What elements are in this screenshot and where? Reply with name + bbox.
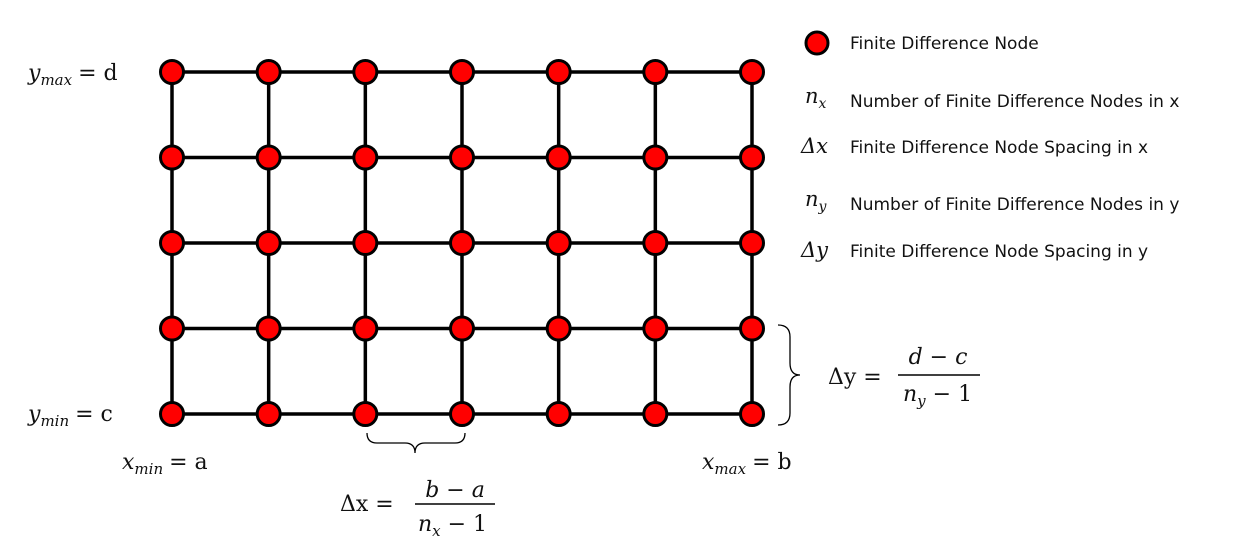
dx-formula-lhs: Δx = <box>340 492 394 517</box>
grid-nodes <box>159 59 765 427</box>
finite-difference-node <box>739 230 765 256</box>
finite-difference-node <box>449 144 475 171</box>
finite-difference-node <box>255 144 282 171</box>
finite-difference-node <box>159 315 185 342</box>
dx-brace <box>366 432 466 454</box>
finite-difference-node <box>449 401 475 427</box>
xmin-label: xmin= a <box>122 450 208 478</box>
dy-brace <box>777 324 801 426</box>
finite-difference-node <box>739 144 765 171</box>
dy-formula-lhs: Δy = <box>828 365 882 390</box>
finite-difference-node <box>352 230 379 256</box>
finite-difference-node <box>545 401 572 427</box>
legend-dy-symbol: Δy <box>800 238 829 262</box>
legend-dx-symbol: Δx <box>800 134 828 158</box>
finite-difference-node <box>545 59 572 85</box>
finite-difference-node <box>545 230 572 256</box>
legend-node-label: Finite Difference Node <box>850 34 1039 54</box>
finite-difference-node <box>255 59 282 85</box>
finite-difference-node <box>159 144 185 171</box>
finite-difference-node <box>352 144 379 171</box>
dx-formula-numerator: b − a <box>425 478 485 503</box>
legend: Finite Difference Node nx Number of Fini… <box>800 30 1179 262</box>
legend-node-marker <box>804 30 830 56</box>
finite-difference-node <box>545 315 572 342</box>
legend-dx-label: Finite Difference Node Spacing in x <box>850 138 1148 158</box>
finite-difference-node <box>739 315 765 342</box>
finite-difference-node <box>255 230 282 256</box>
finite-difference-node <box>642 144 669 171</box>
finite-difference-node <box>352 59 379 85</box>
finite-difference-node <box>352 401 379 427</box>
finite-difference-node <box>642 315 669 342</box>
finite-difference-node <box>739 59 765 85</box>
ymax-label: ymax= d <box>27 61 118 89</box>
finite-difference-node <box>545 144 572 171</box>
finite-difference-node <box>159 401 185 427</box>
finite-difference-node <box>449 59 475 85</box>
finite-difference-node <box>352 315 379 342</box>
finite-difference-node <box>642 230 669 256</box>
finite-difference-node <box>159 230 185 256</box>
finite-difference-node <box>255 315 282 342</box>
dy-formula-numerator: d − c <box>909 345 968 370</box>
finite-difference-node <box>739 401 765 427</box>
ymin-label: ymin= c <box>27 402 113 430</box>
finite-difference-node <box>449 230 475 256</box>
finite-difference-node <box>159 59 185 85</box>
dy-formula-denominator: ny − 1 <box>903 382 972 410</box>
finite-difference-node <box>449 315 475 342</box>
legend-nx-label: Number of Finite Difference Nodes in x <box>850 92 1179 112</box>
finite-difference-node <box>642 59 669 85</box>
finite-difference-node <box>642 401 669 427</box>
legend-nx-symbol: nx <box>805 84 827 112</box>
legend-ny-symbol: ny <box>805 187 828 215</box>
legend-dy-label: Finite Difference Node Spacing in y <box>850 242 1148 262</box>
dx-formula-denominator: nx − 1 <box>418 512 487 540</box>
xmax-label: xmax= b <box>702 450 792 478</box>
finite-difference-node <box>255 401 282 427</box>
legend-ny-label: Number of Finite Difference Nodes in y <box>850 195 1179 215</box>
